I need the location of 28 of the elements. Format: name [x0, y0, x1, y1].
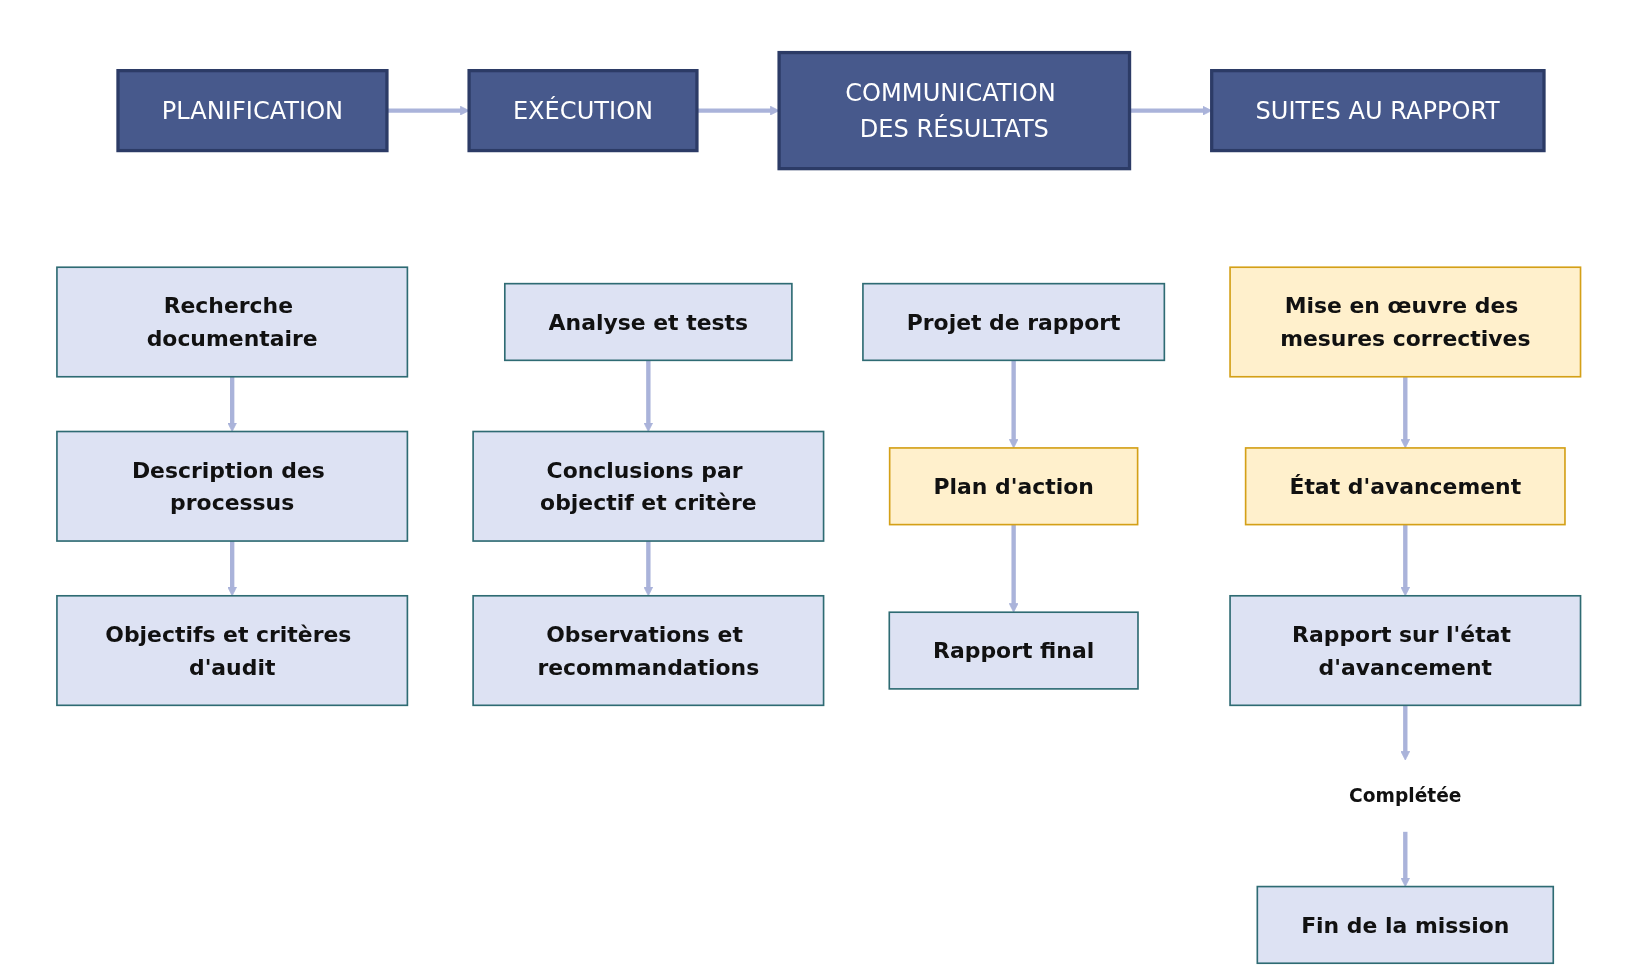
- node-box: Rapport sur l'état d'avancement: [1229, 594, 1582, 707]
- node-box: EXÉCUTION: [467, 69, 699, 153]
- node-box: COMMUNICATION DES RÉSULTATS: [777, 50, 1132, 171]
- arrow: [1008, 360, 1019, 449]
- node-box: Fin de la mission: [1256, 885, 1555, 965]
- arrow: [643, 541, 654, 597]
- node-text: Complétée: [1349, 784, 1462, 807]
- node-box: Analyse et tests: [504, 282, 793, 362]
- node-box: Plan d'action: [888, 447, 1139, 526]
- arrow: [1400, 524, 1411, 597]
- node-box: Rapport final: [888, 611, 1139, 690]
- node-box: Objectifs et critères d'audit: [56, 594, 409, 707]
- node-box: Projet de rapport: [862, 282, 1166, 362]
- node-box: SUITES AU RAPPORT: [1210, 69, 1546, 153]
- arrow: [643, 360, 654, 432]
- arrow: [227, 376, 237, 432]
- arrow: [1008, 524, 1019, 613]
- node-box: Recherche documentaire: [56, 266, 409, 378]
- arrow: [1400, 705, 1411, 761]
- node-box: Mise en œuvre des mesures correctives: [1229, 266, 1582, 378]
- node-box: Description des processus: [56, 430, 409, 542]
- node-box: Conclusions par objectif et critère: [472, 430, 825, 542]
- node-box: PLANIFICATION: [116, 69, 389, 153]
- node-box: État d'avancement: [1244, 447, 1566, 526]
- arrow: [1400, 376, 1411, 449]
- arrow: [227, 541, 237, 597]
- node-box: Observations et recommandations: [472, 594, 825, 707]
- arrow: [1400, 831, 1411, 887]
